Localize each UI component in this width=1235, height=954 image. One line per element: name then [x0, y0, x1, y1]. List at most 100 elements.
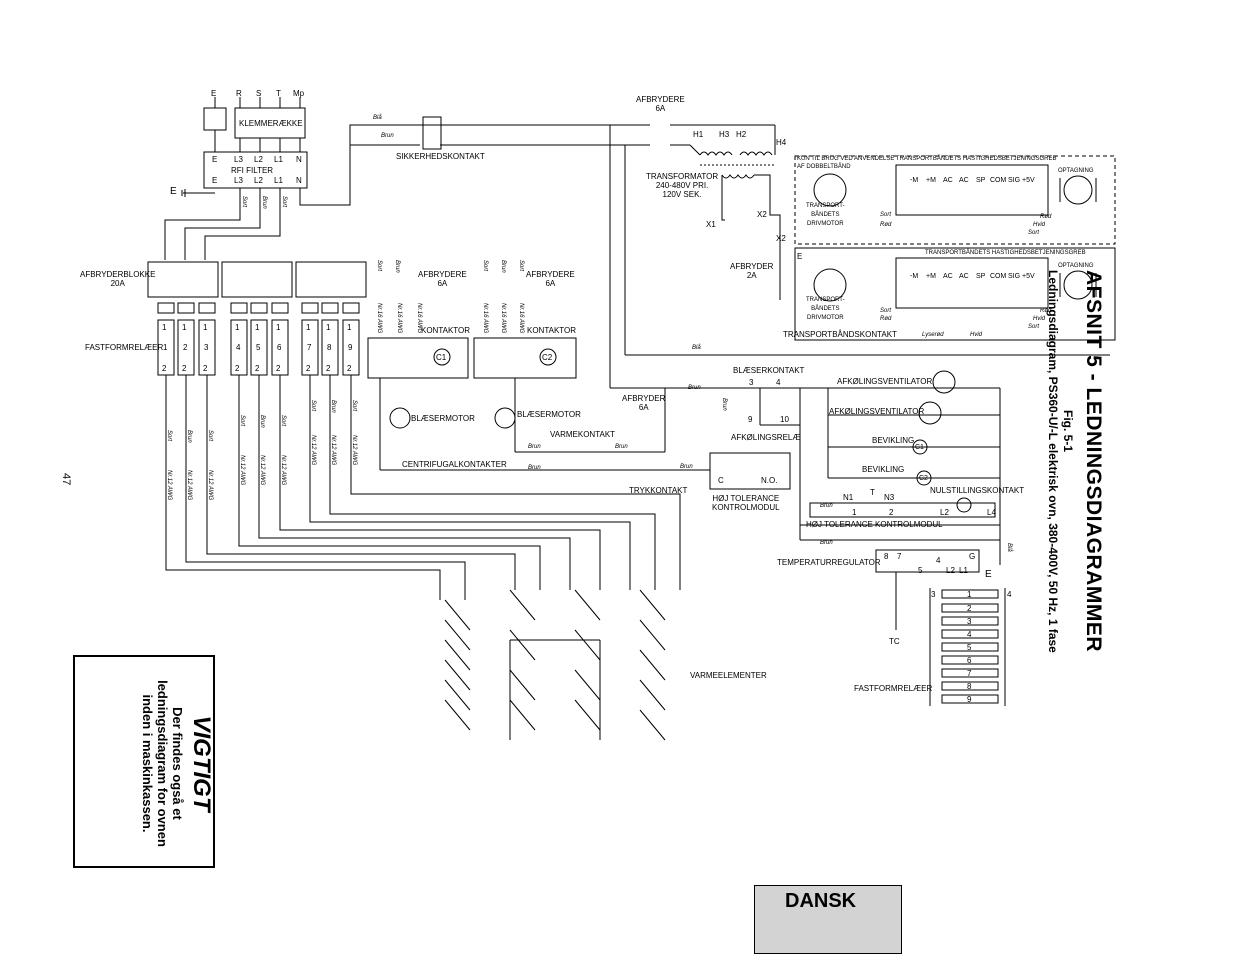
wire-label-lysroed: Lyserød: [922, 332, 944, 338]
relay-5-number: 5: [256, 343, 261, 352]
terminal-label-mp: Mp: [293, 89, 305, 98]
wire-label-sort-top: Sort: [880, 212, 892, 218]
important-body: Der findes også et ledningsdiagram for o…: [140, 680, 185, 847]
ssr-right-terminal-4: 4: [1007, 590, 1012, 599]
coil-c1b-label: C1: [915, 444, 924, 451]
wire-label-brun-e: Brun: [688, 385, 701, 391]
relay-8-number: 8: [327, 343, 332, 352]
wire-label-brun-f: Brun: [820, 503, 833, 509]
relay-4-number: 4: [236, 343, 241, 352]
transformer-x2b: X2: [776, 234, 786, 243]
tr-terminal-l2: L2: [946, 566, 955, 575]
ctrl-bottom-ac2: AC: [959, 273, 969, 280]
awg12-label-4: Nr.12 AWG: [239, 455, 245, 486]
wire-label-sort-r3: Sort: [207, 430, 213, 442]
ssr-right-4: 4: [967, 630, 972, 639]
awg12-label-7: Nr.12 AWG: [310, 435, 316, 466]
tr-terminal-l1: L1: [959, 566, 968, 575]
wire-label-brun-r2: Brun: [186, 430, 192, 443]
transformer-h4: H4: [776, 138, 787, 147]
wire-label-hvid-conveyor: Hvid: [970, 332, 983, 338]
relay-2-pin1: 1: [182, 323, 187, 332]
coil-c1-label: C1: [436, 353, 447, 362]
wire-label-sort-r1: Sort: [166, 430, 172, 442]
wire-label-brun-contactor-r: Brun: [500, 260, 506, 273]
awg16-label-1: Nr.16 AWG: [376, 303, 382, 334]
section-heading: AFSNIT 5 - LEDNINGSDIAGRAMMER: [1082, 270, 1105, 652]
ctrl-bottom-sig: SIG: [1008, 273, 1021, 280]
language-tab: DANSK: [754, 885, 902, 954]
awg12-label-2: Nr.12 AWG: [186, 470, 192, 501]
ssr-right-terminal-3: 3: [931, 590, 936, 599]
ssr-label-left: FASTFORMRELÆER: [85, 343, 164, 352]
thermocouple-label: TC: [889, 637, 900, 646]
breaker-2a-label: AFBRYDER 2A: [730, 262, 774, 280]
ssr-right-1: 1: [967, 590, 972, 599]
blower-contact-10: 10: [780, 415, 789, 424]
rfi-terminal-n-top: N: [296, 155, 302, 164]
rfi-terminal-l3-bottom: L3: [234, 176, 243, 185]
awg12-label-6: Nr.12 AWG: [280, 455, 286, 486]
wire-label-sort-contactor-r2: Sort: [518, 260, 524, 272]
relay-9-pin1: 1: [347, 323, 352, 332]
ht-terminal-1: 1: [852, 508, 857, 517]
cooling-fan-1-label: AFKØLINGSVENTILATOR: [837, 377, 933, 386]
tr-terminal-5: 5: [918, 566, 923, 575]
wire-label-blue-vertical: Blå: [1006, 543, 1012, 552]
ssr-right-6: 6: [967, 656, 972, 665]
ctrl-top-sp: SP: [976, 177, 986, 184]
rfi-terminal-e-bottom: E: [212, 176, 218, 185]
ctrl-top-plus-m: +M: [926, 177, 936, 184]
breaker-6a-mid-label: AFBRYDER 6A: [622, 394, 666, 412]
rfi-terminal-l2-bottom: L2: [254, 176, 263, 185]
pressure-switch-label: TRYKKONTAKT: [629, 486, 688, 495]
wire-label-brun-r8: Brun: [330, 400, 336, 413]
ht-terminal-2: 2: [889, 508, 894, 517]
ht-n3: N3: [884, 493, 895, 502]
relay-5-pin1: 1: [255, 323, 260, 332]
wire-label-brun-d: Brun: [680, 464, 693, 470]
ssr-right-8: 8: [967, 682, 972, 691]
ctrl-bottom-minus-m: -M: [910, 273, 919, 280]
wire-label-sort-feeder-2: Sort: [281, 196, 287, 208]
conveyor-top-header2: AF DOBBELTBÅND: [797, 164, 851, 170]
transformer-x1: X1: [706, 220, 716, 229]
wire-label-brun-vertical: Brun: [721, 398, 727, 411]
heat-switch-label: VARMEKONTAKT: [550, 430, 616, 439]
wire-label-blue-mid: Blå: [692, 345, 701, 351]
awg16-label-3: Nr.16 AWG: [416, 303, 422, 334]
ssr-right-9: 9: [967, 695, 972, 704]
ctrl-top-5v: +5V: [1022, 177, 1035, 184]
wire-label-roed-top: Rød: [880, 222, 892, 228]
terminal-label-t: T: [276, 89, 281, 98]
relay-3-pin2: 2: [203, 364, 208, 373]
wire-label-brun-contactor-l: Brun: [394, 260, 400, 273]
tr-terminal-7: 7: [897, 552, 902, 561]
awg16-label-6: Nr.16 AWG: [518, 303, 524, 334]
wire-label-brun-r5: Brun: [259, 415, 265, 428]
wire-label-hvid-top: Hvid: [1033, 222, 1046, 228]
relay-1-pin2: 2: [162, 364, 167, 373]
ctrl-bottom-sp: SP: [976, 273, 986, 280]
terminal-label-r: R: [236, 89, 242, 98]
awg12-label-5: Nr.12 AWG: [259, 455, 265, 486]
high-tolerance-control-label: HØJ TOLERANCE KONTROLMODUL: [806, 520, 943, 529]
important-notice: VIGTIGT Der findes også et ledningsdiagr…: [73, 655, 215, 868]
blower-contact-9: 9: [748, 415, 753, 424]
blower-contact-4: 4: [776, 378, 781, 387]
title-block: AFSNIT 5 - LEDNINGSDIAGRAMMER Fig. 5-1 L…: [1015, 270, 1105, 870]
rfi-terminal-e-top: E: [212, 155, 218, 164]
transformer-h3: H3: [719, 130, 730, 139]
terminal-label-e: E: [211, 89, 217, 98]
figure-number: Fig. 5-1: [1061, 410, 1075, 453]
blower-contact-label: BLÆSERKONTAKT: [733, 366, 805, 375]
cooling-fan-2-label: AFKØLINGSVENTILATOR: [829, 407, 925, 416]
centrifugal-switch-label: CENTRIFUGALKONTAKTER: [402, 460, 507, 469]
coil-2-label: BEVIKLING: [862, 465, 905, 474]
relay-2-number: 2: [183, 343, 188, 352]
relay-4-pin2: 2: [235, 364, 240, 373]
relay-3-number: 3: [204, 343, 209, 352]
drive-motor-top-label: TRANSPORT- BÅNDETS DRIVMOTOR: [806, 203, 845, 227]
relay-6-pin1: 1: [276, 323, 281, 332]
